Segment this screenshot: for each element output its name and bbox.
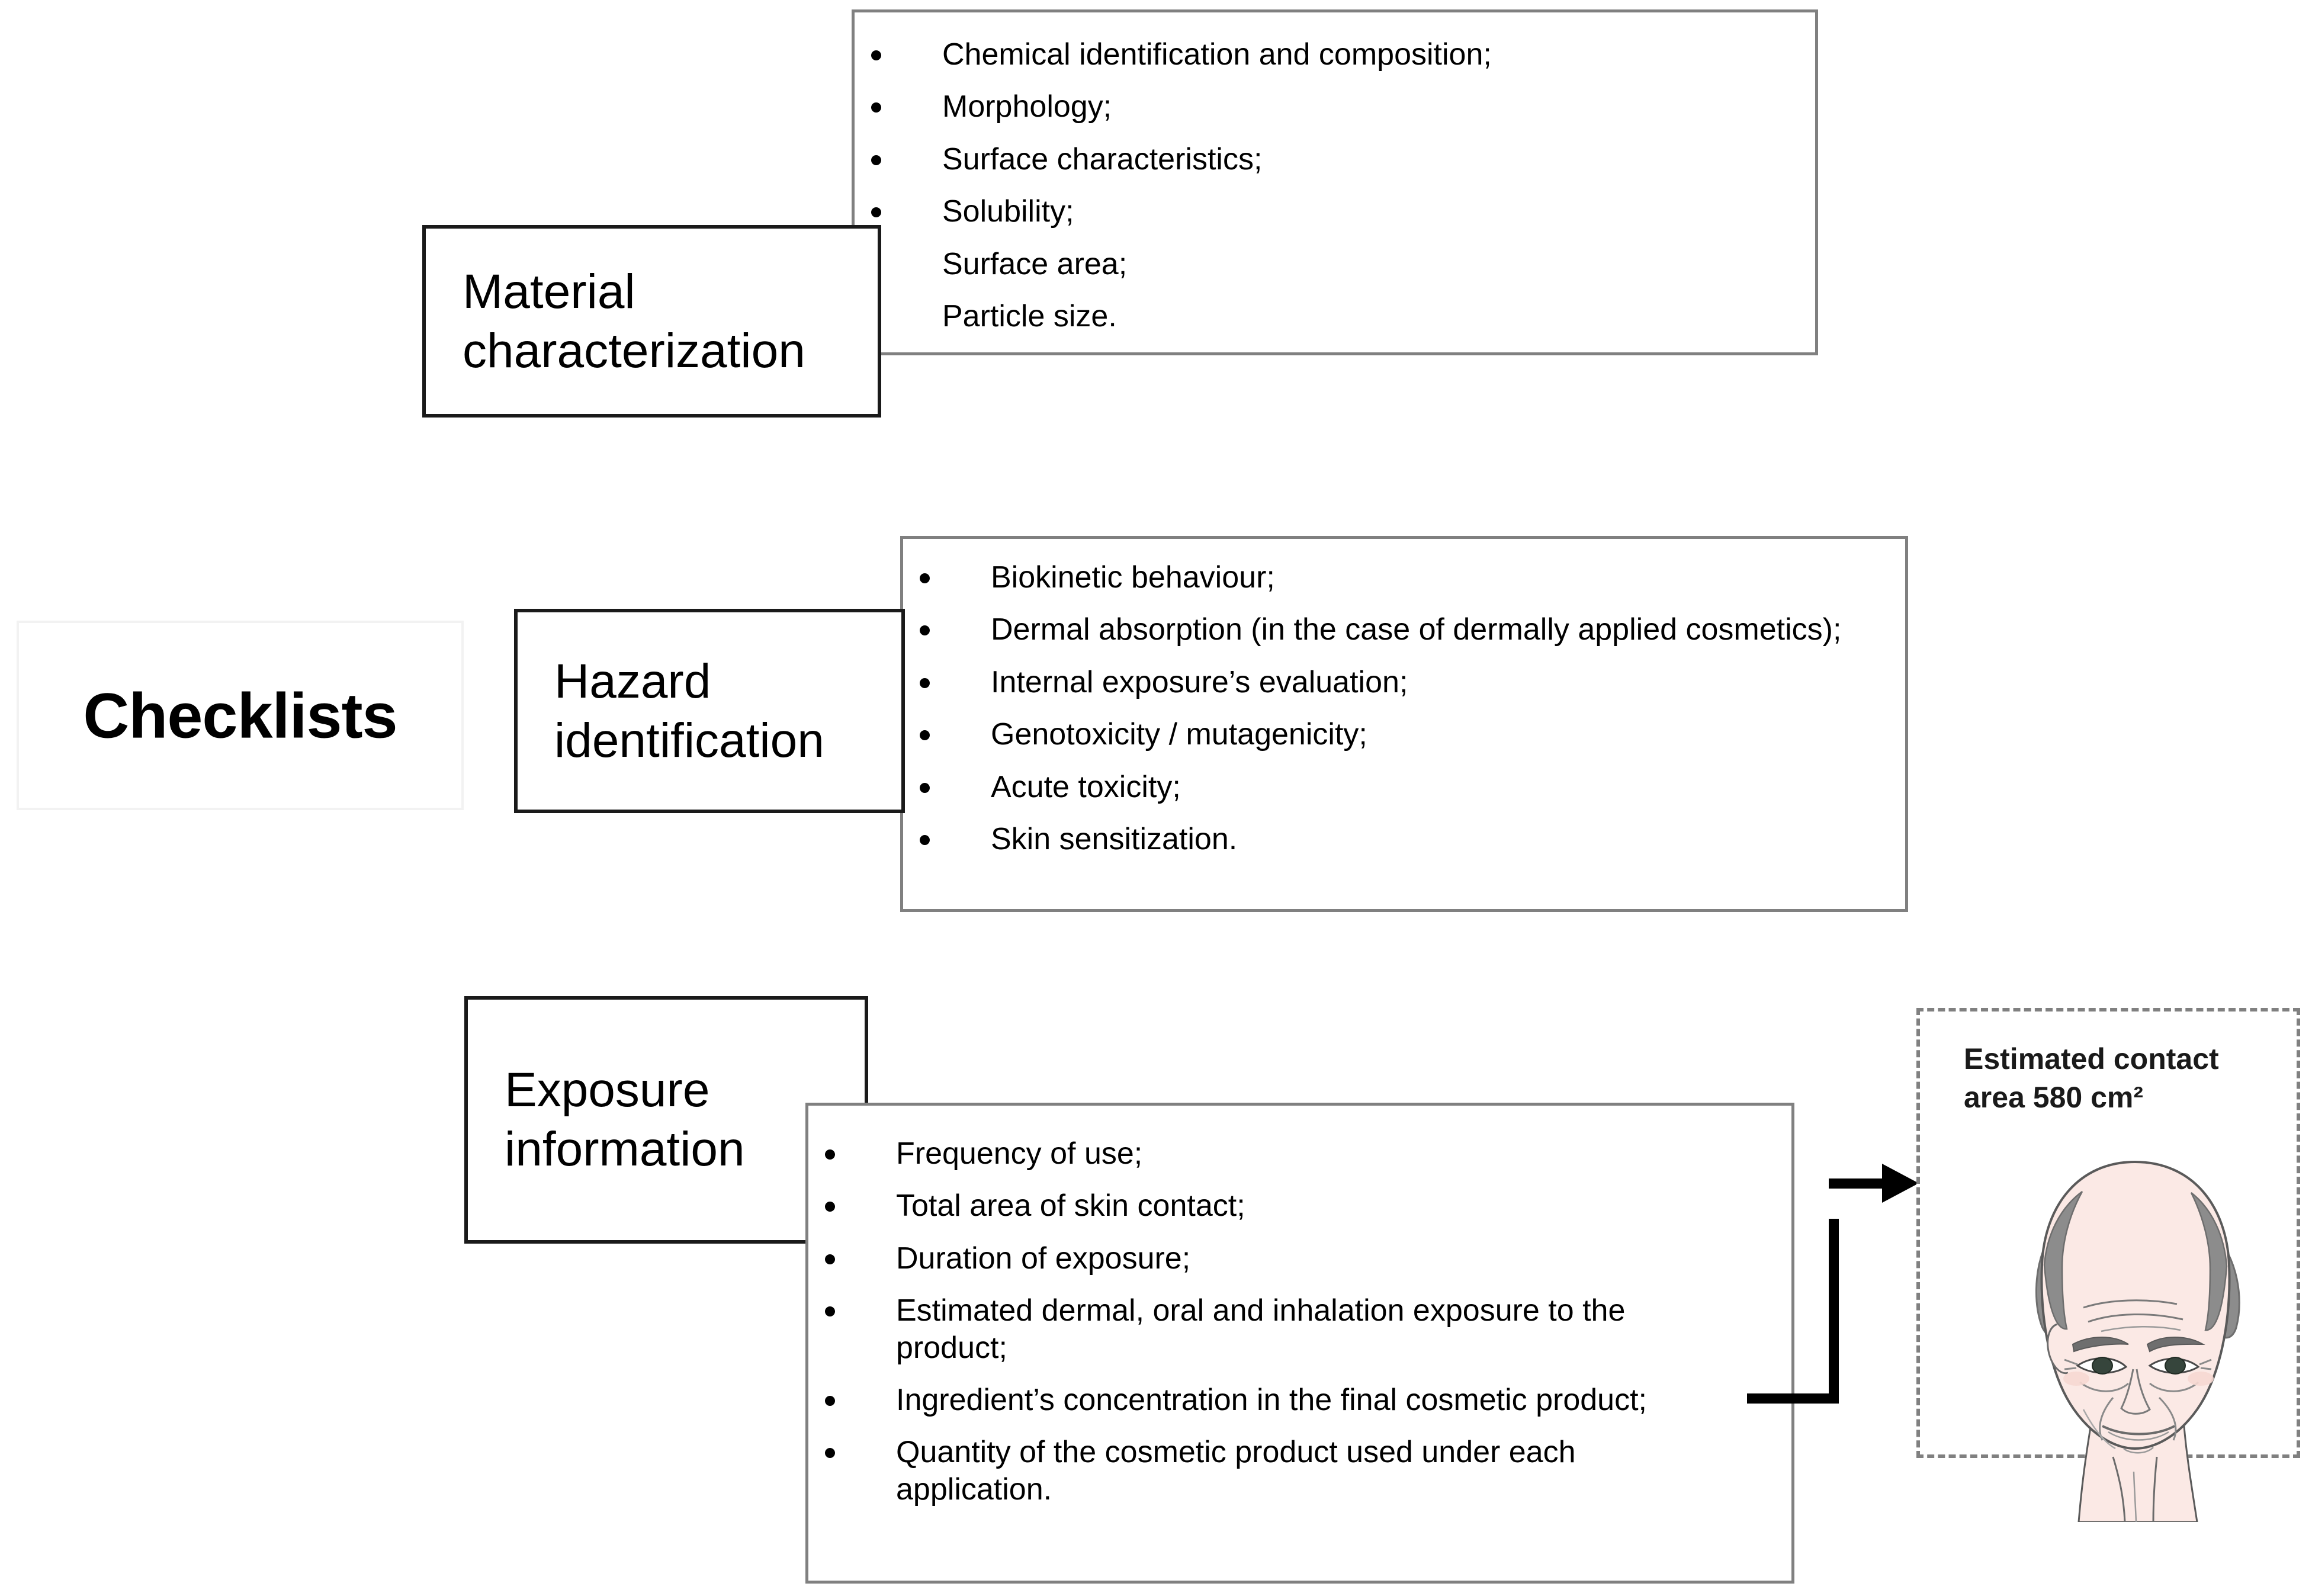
estimated-contact-area-text: Estimated contact area 580 cm²: [1964, 1042, 2219, 1114]
material-characterization-content-box: Chemical identification and composition;…: [852, 9, 1818, 355]
checklists-title: Checklists: [83, 679, 397, 752]
checklists-root-box: Checklists: [17, 621, 464, 810]
exposure-information-label: Exposure information: [505, 1062, 745, 1176]
face-svg: [2035, 1160, 2240, 1523]
arrow-head-icon: [1882, 1164, 1919, 1203]
list-item: Acute toxicity;: [903, 769, 1851, 805]
exposure-to-contact-area-arrow: [1747, 1164, 1996, 1404]
hazard-identification-list: Biokinetic behaviour; Dermal absorption …: [903, 559, 1851, 873]
list-item: Biokinetic behaviour;: [903, 559, 1851, 596]
list-item: Particle size.: [855, 298, 1778, 335]
list-item: Genotoxicity / mutagenicity;: [903, 716, 1851, 753]
material-characterization-list: Chemical identification and composition;…: [855, 36, 1778, 350]
hazard-identification-label: Hazard identification: [554, 654, 824, 768]
list-item: Frequency of use;: [808, 1135, 1649, 1172]
arrow-segment-top: [1829, 1178, 1888, 1189]
list-item: Solubility;: [855, 193, 1778, 230]
material-characterization-label: Material characterization: [463, 264, 805, 378]
list-item: Surface characteristics;: [855, 141, 1778, 178]
elderly-man-face-illustration: [2008, 1149, 2262, 1523]
material-characterization-label-box: Material characterization: [422, 225, 881, 418]
list-item: Chemical identification and composition;: [855, 36, 1778, 73]
list-item: Dermal absorption (in the case of dermal…: [903, 611, 1851, 648]
exposure-information-list: Frequency of use; Total area of skin con…: [808, 1135, 1649, 1523]
list-item: Estimated dermal, oral and inhalation ex…: [808, 1292, 1649, 1366]
list-item: Internal exposure’s evaluation;: [903, 664, 1851, 701]
hazard-identification-label-box: Hazard identification: [514, 609, 905, 813]
arrow-segment-vertical: [1829, 1219, 1839, 1404]
arrow-segment-bottom: [1747, 1393, 1839, 1404]
hazard-identification-content-box: Biokinetic behaviour; Dermal absorption …: [900, 536, 1908, 912]
exposure-information-label-box: Exposure information: [464, 996, 868, 1244]
exposure-information-content-box: Frequency of use; Total area of skin con…: [805, 1103, 1794, 1584]
list-item: Surface area;: [855, 246, 1778, 282]
list-item: Skin sensitization.: [903, 821, 1851, 858]
list-item: Ingredient’s concentration in the final …: [808, 1382, 1649, 1418]
list-item: Morphology;: [855, 88, 1778, 125]
list-item: Duration of exposure;: [808, 1240, 1649, 1277]
list-item: Quantity of the cosmetic product used un…: [808, 1434, 1649, 1508]
list-item: Total area of skin contact;: [808, 1187, 1649, 1224]
